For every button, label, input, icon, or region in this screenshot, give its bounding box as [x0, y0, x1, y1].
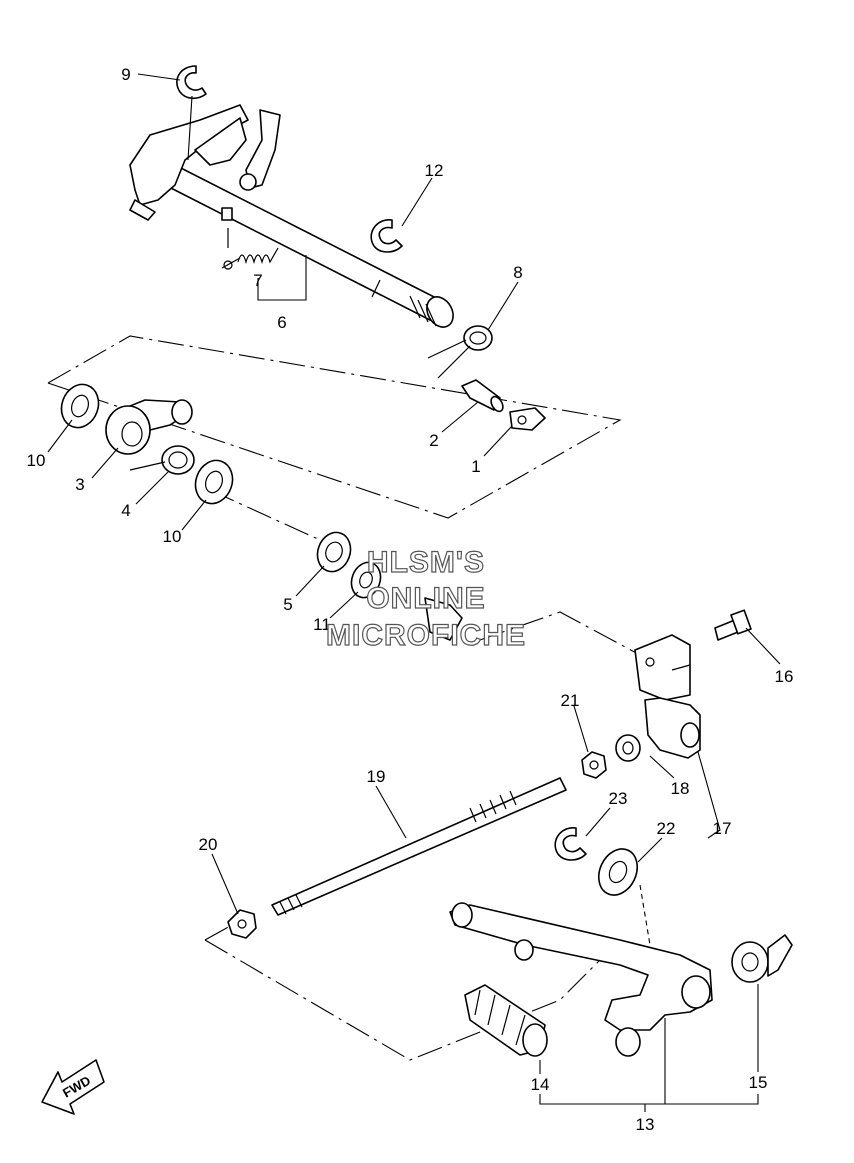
callout-20: 20 [199, 835, 218, 854]
watermark-line-2: ONLINE [366, 582, 485, 615]
circlip-23 [554, 827, 587, 861]
callout-18: 18 [671, 779, 690, 798]
callout-17: 17 [713, 819, 732, 838]
washer-10-lower [194, 459, 234, 505]
callout-13: 13 [636, 1115, 655, 1134]
callout-9: 9 [121, 65, 130, 84]
callout-14: 14 [531, 1075, 550, 1094]
bracket-6 [257, 255, 307, 301]
callout-12: 12 [425, 161, 444, 180]
collar-5 [316, 531, 352, 573]
spring-4 [129, 445, 195, 475]
pedal-rubber-14 [464, 984, 548, 1057]
axis-line-lever [479, 611, 641, 656]
callout-8: 8 [513, 263, 522, 282]
joint-15 [731, 934, 793, 983]
bolt-16 [714, 609, 752, 641]
shift-pedal-13 [449, 902, 713, 1057]
shift-arm-17 [615, 634, 701, 762]
callout-3: 3 [75, 475, 84, 494]
callout-labels: 1 2 3 4 5 6 7 8 9 10 10 11 12 13 14 15 1… [27, 65, 794, 1134]
spring-8 [427, 325, 493, 379]
callout-21: 21 [561, 691, 580, 710]
callout-11: 11 [313, 615, 331, 634]
washer-10-upper [60, 383, 100, 429]
leader-lines [47, 73, 781, 1112]
nut-21 [581, 751, 607, 779]
spring-7 [221, 247, 279, 270]
callout-5: 5 [283, 595, 292, 614]
lever-3 [105, 399, 193, 455]
callout-7: 7 [253, 271, 262, 290]
watermark: HLSM'S ONLINE MICROFICHE [325, 545, 526, 652]
callout-15: 15 [749, 1073, 768, 1092]
callout-10-upper: 10 [27, 451, 46, 470]
shift-rod-19 [271, 777, 567, 916]
stopper-1 [509, 407, 546, 431]
callout-4: 4 [121, 501, 130, 520]
watermark-line-1: HLSM'S [367, 546, 485, 579]
callout-10-lower: 10 [163, 527, 182, 546]
circlip-9 [176, 65, 207, 100]
callout-1: 1 [471, 457, 480, 476]
nut-20 [227, 909, 257, 939]
fwd-arrow-icon: FWD [41, 1059, 105, 1115]
callout-16: 16 [775, 667, 794, 686]
callout-23: 23 [609, 789, 628, 808]
callout-6: 6 [277, 313, 286, 332]
circlip-12 [370, 219, 403, 253]
callout-2: 2 [429, 431, 438, 450]
seal-11 [350, 561, 463, 641]
watermark-line-3: MICROFICHE [326, 619, 526, 652]
assembly-outline-upper [47, 335, 622, 519]
pin-2 [461, 379, 504, 413]
washer-22 [597, 848, 639, 896]
axis-line-washer [209, 489, 321, 541]
callout-22: 22 [657, 819, 676, 838]
shift-shaft-6 [129, 104, 454, 328]
callout-19: 19 [367, 767, 386, 786]
